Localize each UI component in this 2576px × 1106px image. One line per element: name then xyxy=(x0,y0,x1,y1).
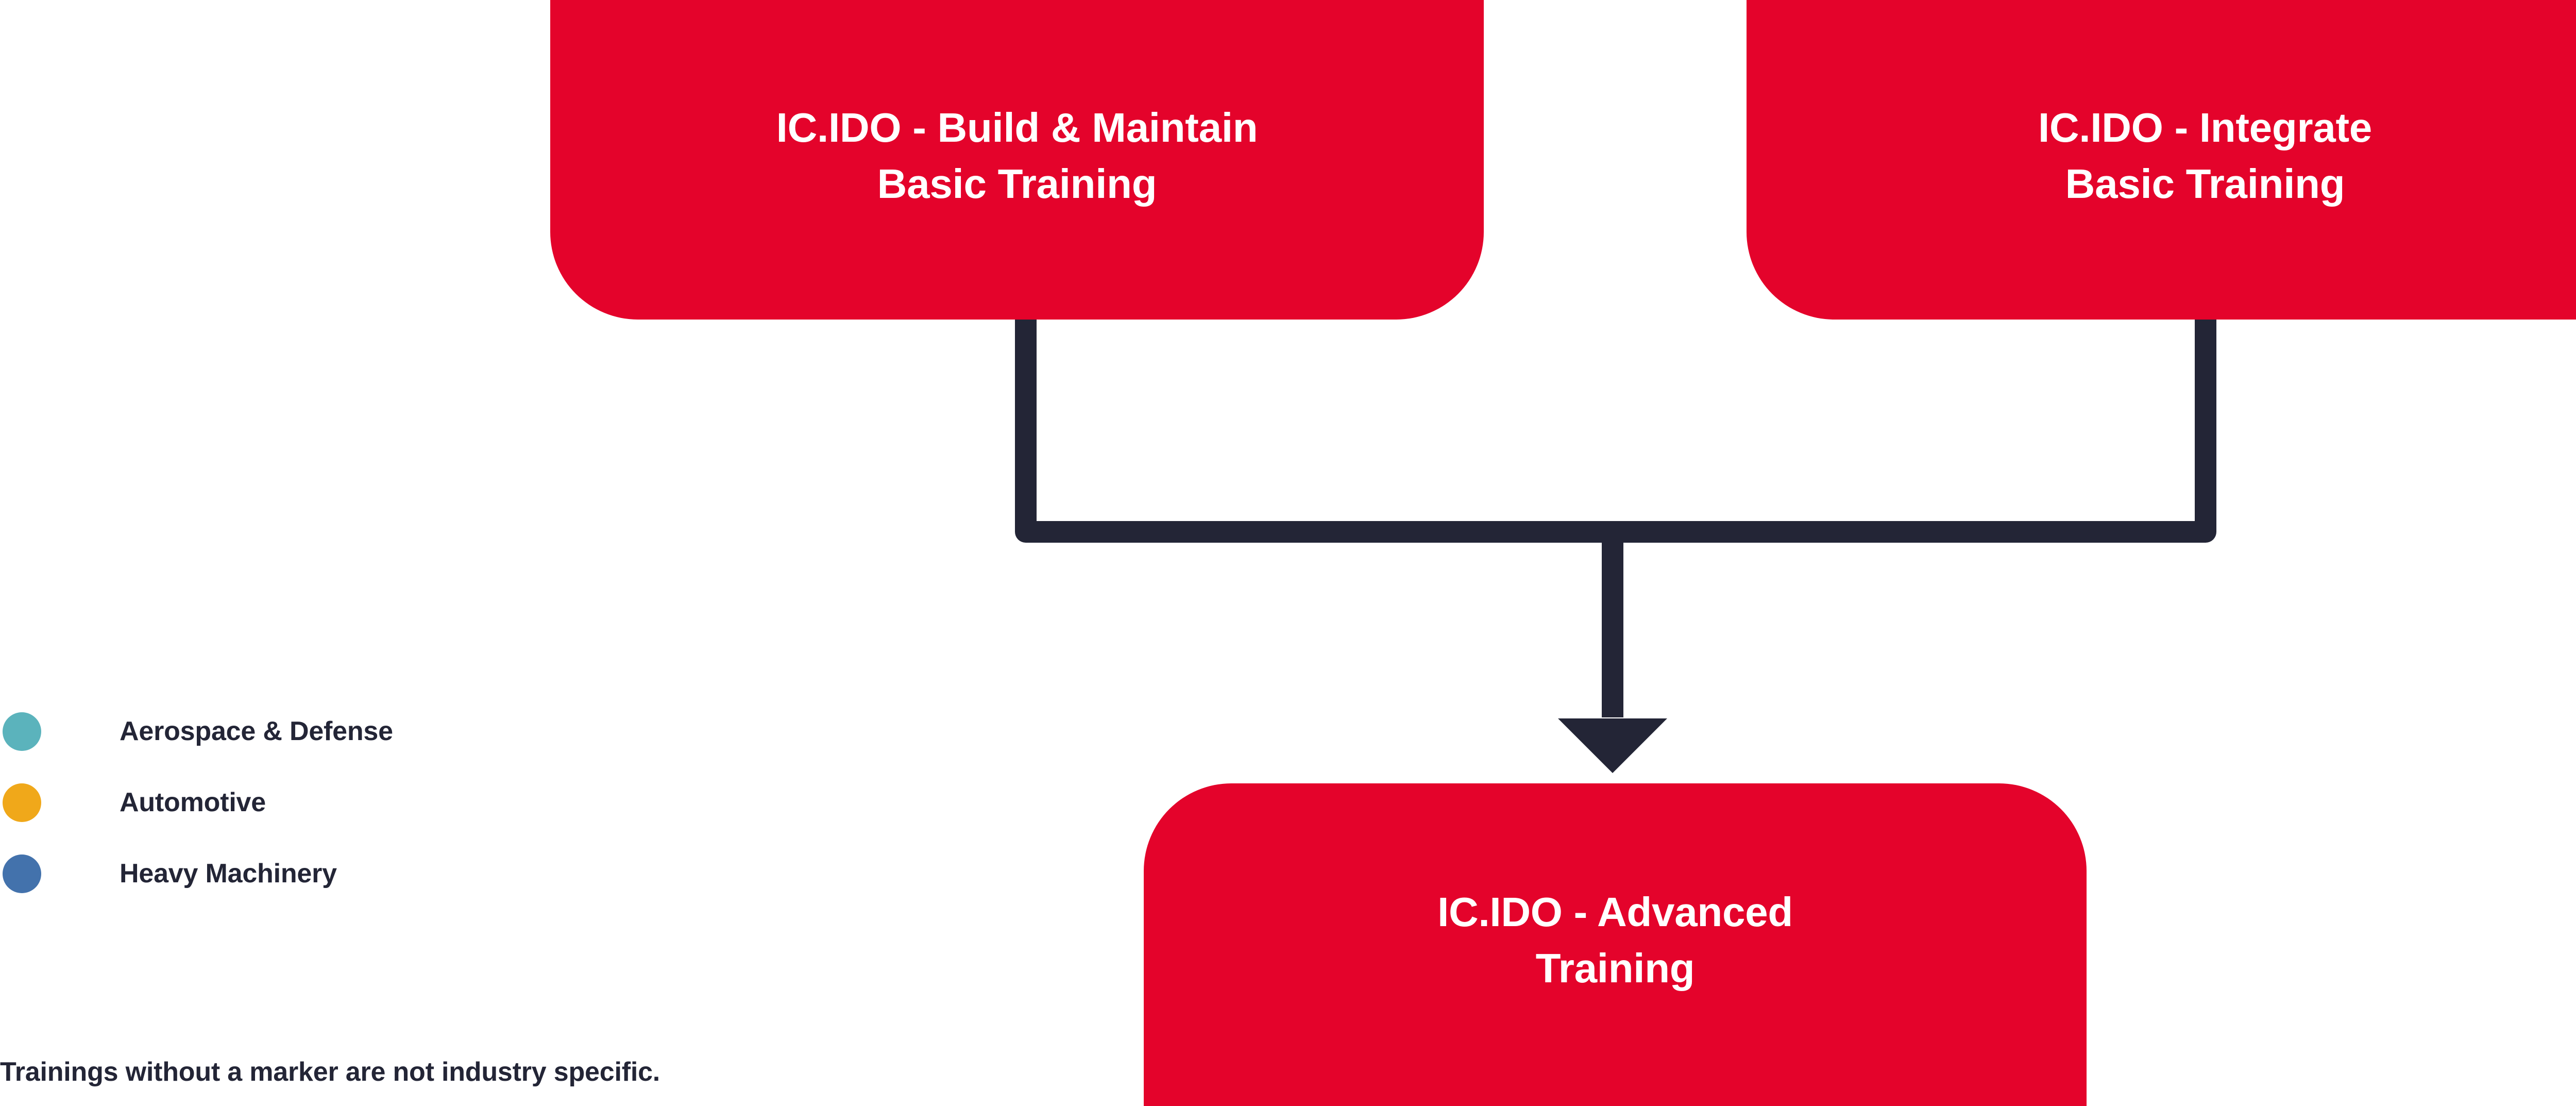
node-integrate[interactable]: IC.IDO - Integrate Basic Training xyxy=(1747,0,2576,320)
arrowhead-icon xyxy=(1558,718,1667,773)
legend-item-aerospace-defense: Aerospace & Defense xyxy=(0,696,567,767)
legend-dot-icon-automotive xyxy=(3,783,41,822)
connector-stem-left xyxy=(1015,319,1613,543)
legend-note: Trainings without a marker are not indus… xyxy=(0,1057,660,1087)
legend-label-automotive: Automotive xyxy=(120,787,266,817)
node-build-maintain[interactable]: IC.IDO - Build & Maintain Basic Training xyxy=(550,0,1484,320)
legend-dot-icon-aerospace-defense xyxy=(3,712,41,751)
node-advanced-label: IC.IDO - Advanced Training xyxy=(1437,889,1793,991)
legend-label-heavy-machinery: Heavy Machinery xyxy=(120,859,337,889)
legend-item-automotive: Automotive xyxy=(0,767,567,838)
node-advanced[interactable]: IC.IDO - Advanced Training xyxy=(1144,783,2087,1106)
connector-stem-right xyxy=(1613,319,2216,543)
legend-dot-icon-heavy-machinery xyxy=(3,854,41,893)
legend: Aerospace & Defense Automotive Heavy Mac… xyxy=(0,696,567,909)
node-integrate-label: IC.IDO - Integrate Basic Training xyxy=(2038,104,2372,207)
legend-label-aerospace-defense: Aerospace & Defense xyxy=(120,716,393,746)
legend-item-heavy-machinery: Heavy Machinery xyxy=(0,838,567,909)
node-build-maintain-label: IC.IDO - Build & Maintain Basic Training xyxy=(776,104,1258,207)
